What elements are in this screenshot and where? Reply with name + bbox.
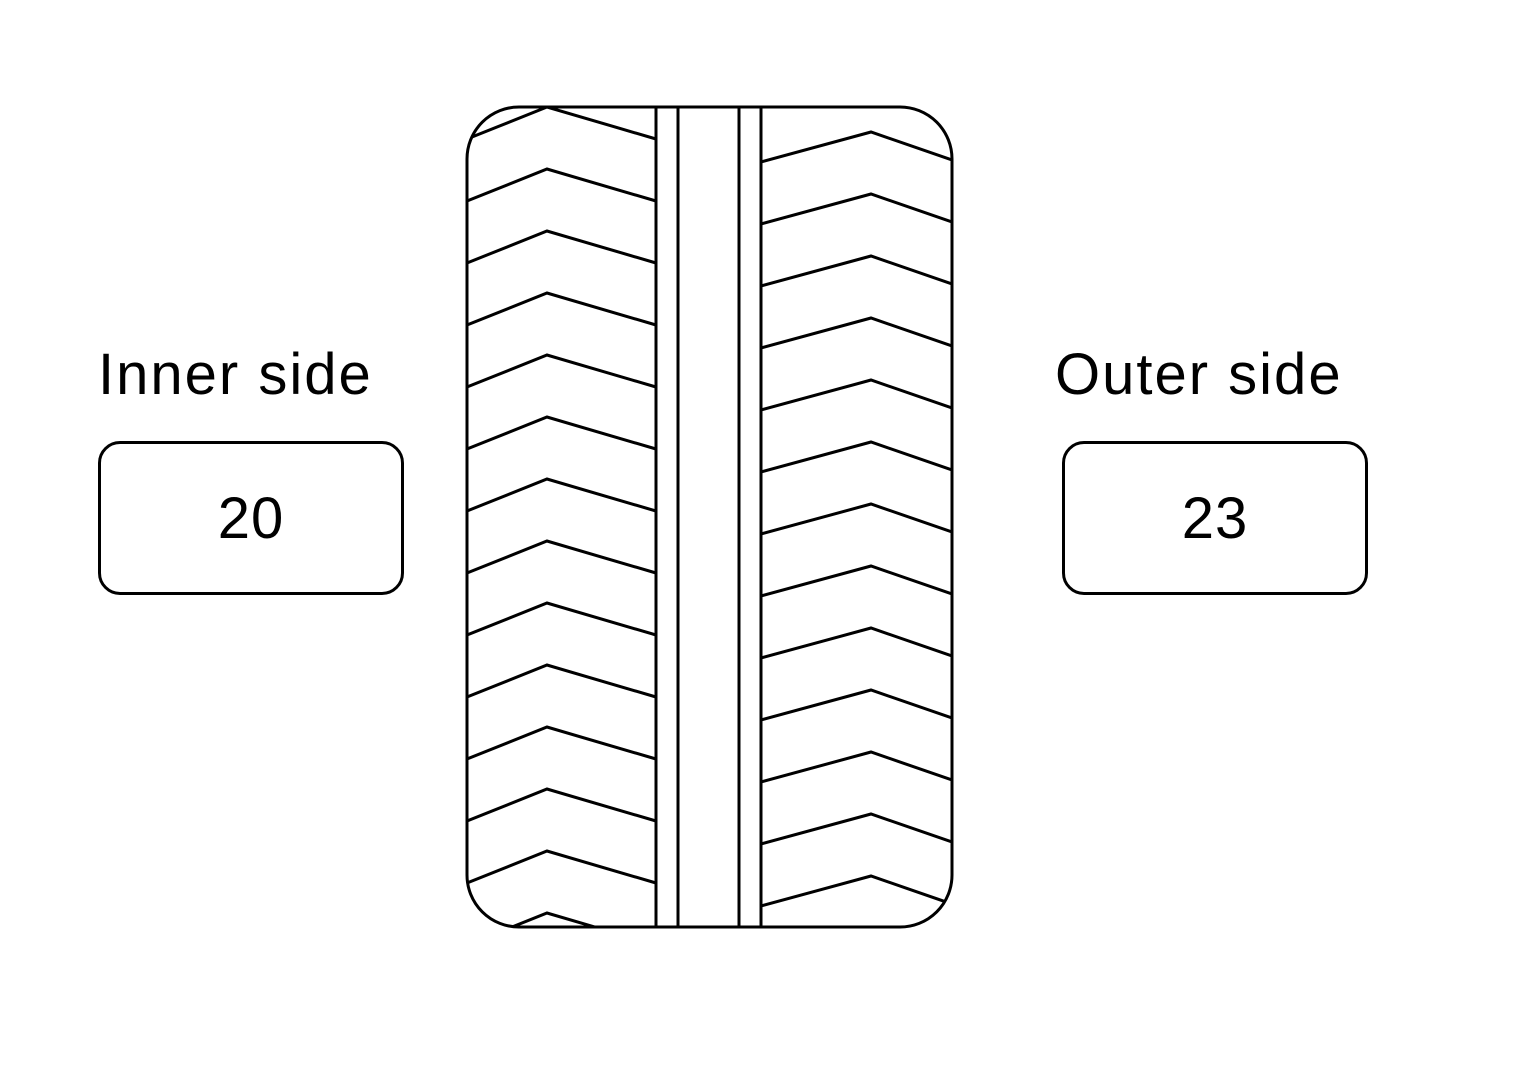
outer-side-value-box: 23 (1062, 441, 1368, 595)
tread-chevron-right (760, 812, 952, 846)
tread-pattern (467, 45, 952, 1030)
tread-chevron-left (467, 353, 657, 389)
tread-chevron-right (761, 1000, 952, 1030)
tread-chevron-left (467, 663, 657, 699)
tread-chevron-right (760, 254, 952, 288)
tread-chevron-left (467, 601, 657, 637)
tread-chevron-left (467, 725, 657, 761)
tire-outline (465, 105, 954, 929)
inner-side-value-box: 20 (98, 441, 404, 595)
outer-side-label: Outer side (1055, 342, 1343, 407)
tread-chevron-left (467, 229, 657, 265)
tread-chevron-left (467, 849, 657, 885)
tread-chevron-left (467, 45, 656, 77)
outer-side-value: 23 (1181, 485, 1249, 551)
tread-chevron-left (467, 415, 657, 451)
tread-chevron-right (760, 316, 952, 350)
tread-chevron-right (760, 440, 952, 474)
tread-chevron-right (760, 192, 952, 226)
tread-chevron-right (760, 874, 952, 908)
tread-chevron-left (467, 975, 656, 1007)
tread-chevron-right (760, 688, 952, 722)
center-grooves (654, 107, 763, 927)
tread-chevron-right (761, 70, 952, 100)
tread-chevron-right (760, 626, 952, 660)
tread-chevron-left (467, 477, 657, 513)
tread-chevron-left (467, 167, 657, 203)
tread-chevron-left (467, 107, 657, 141)
tread-chevron-right (761, 938, 952, 968)
tread-chevron-left (467, 911, 657, 927)
tread-chevron-right (760, 502, 952, 536)
tread-chevron-right (760, 378, 952, 412)
tread-chevron-left (467, 291, 657, 327)
tread-chevron-right (760, 130, 952, 164)
tread-chevron-right (760, 750, 952, 784)
inner-side-value: 20 (217, 485, 285, 551)
tread-chevron-left (467, 787, 657, 823)
tread-chevron-right (760, 564, 952, 598)
tread-chevron-left (467, 539, 657, 575)
inner-side-label: Inner side (98, 342, 373, 407)
